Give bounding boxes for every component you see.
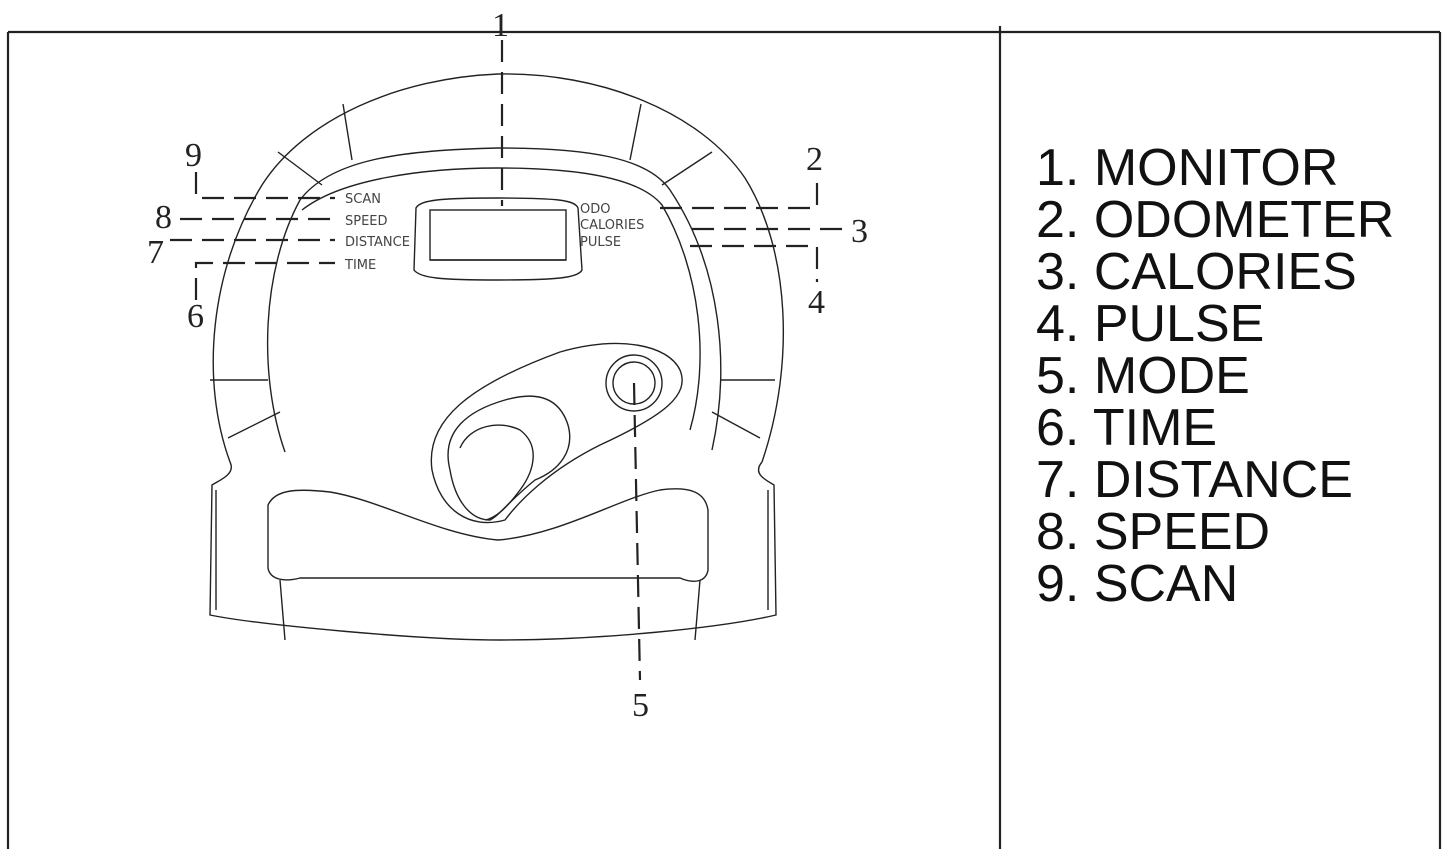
callout-1: 1 xyxy=(492,7,509,44)
legend-item-time: 6. TIME xyxy=(1036,399,1218,457)
callout-9: 9 xyxy=(185,137,202,174)
panel-label-odo: ODO xyxy=(580,202,610,217)
callout-8: 8 xyxy=(155,199,172,236)
parts-legend: 1. MONITOR 2. ODOMETER 3. CALORIES 4. PU… xyxy=(1036,142,1394,610)
legend-item-scan: 9. SCAN xyxy=(1036,555,1239,613)
panel-label-distance: DISTANCE xyxy=(345,235,410,250)
callout-5: 5 xyxy=(632,687,649,724)
panel-label-scan: SCAN xyxy=(345,192,381,207)
legend-item-calories: 3. CALORIES xyxy=(1036,243,1357,301)
mode-button-housing xyxy=(430,342,683,524)
panel-label-time: TIME xyxy=(344,258,376,273)
legend-item-mode: 5. MODE xyxy=(1036,347,1250,405)
panel-label-pulse: PULSE xyxy=(580,235,621,250)
console-housing xyxy=(209,73,785,641)
leader-lines xyxy=(170,40,846,681)
callout-4: 4 xyxy=(808,284,825,321)
monitor-window xyxy=(413,197,583,281)
legend-item-distance: 7. DISTANCE xyxy=(1036,451,1353,509)
callout-3: 3 xyxy=(851,213,868,250)
callout-2: 2 xyxy=(806,141,823,178)
frame xyxy=(6,26,1442,849)
callout-7: 7 xyxy=(147,234,164,271)
panel-label-calories: CALORIES xyxy=(580,218,644,233)
panel-labels: SCAN SPEED DISTANCE TIME ODO CALORIES PU… xyxy=(344,192,644,273)
legend-item-speed: 8. SPEED xyxy=(1036,503,1271,561)
legend-item-monitor: 1. MONITOR xyxy=(1036,139,1339,197)
legend-item-pulse: 4. PULSE xyxy=(1036,295,1265,353)
panel-label-speed: SPEED xyxy=(345,214,388,229)
callout-numbers: 1 9 8 7 6 2 3 4 5 xyxy=(147,7,868,724)
callout-6: 6 xyxy=(187,298,204,335)
legend-item-odometer: 2. ODOMETER xyxy=(1036,191,1395,249)
